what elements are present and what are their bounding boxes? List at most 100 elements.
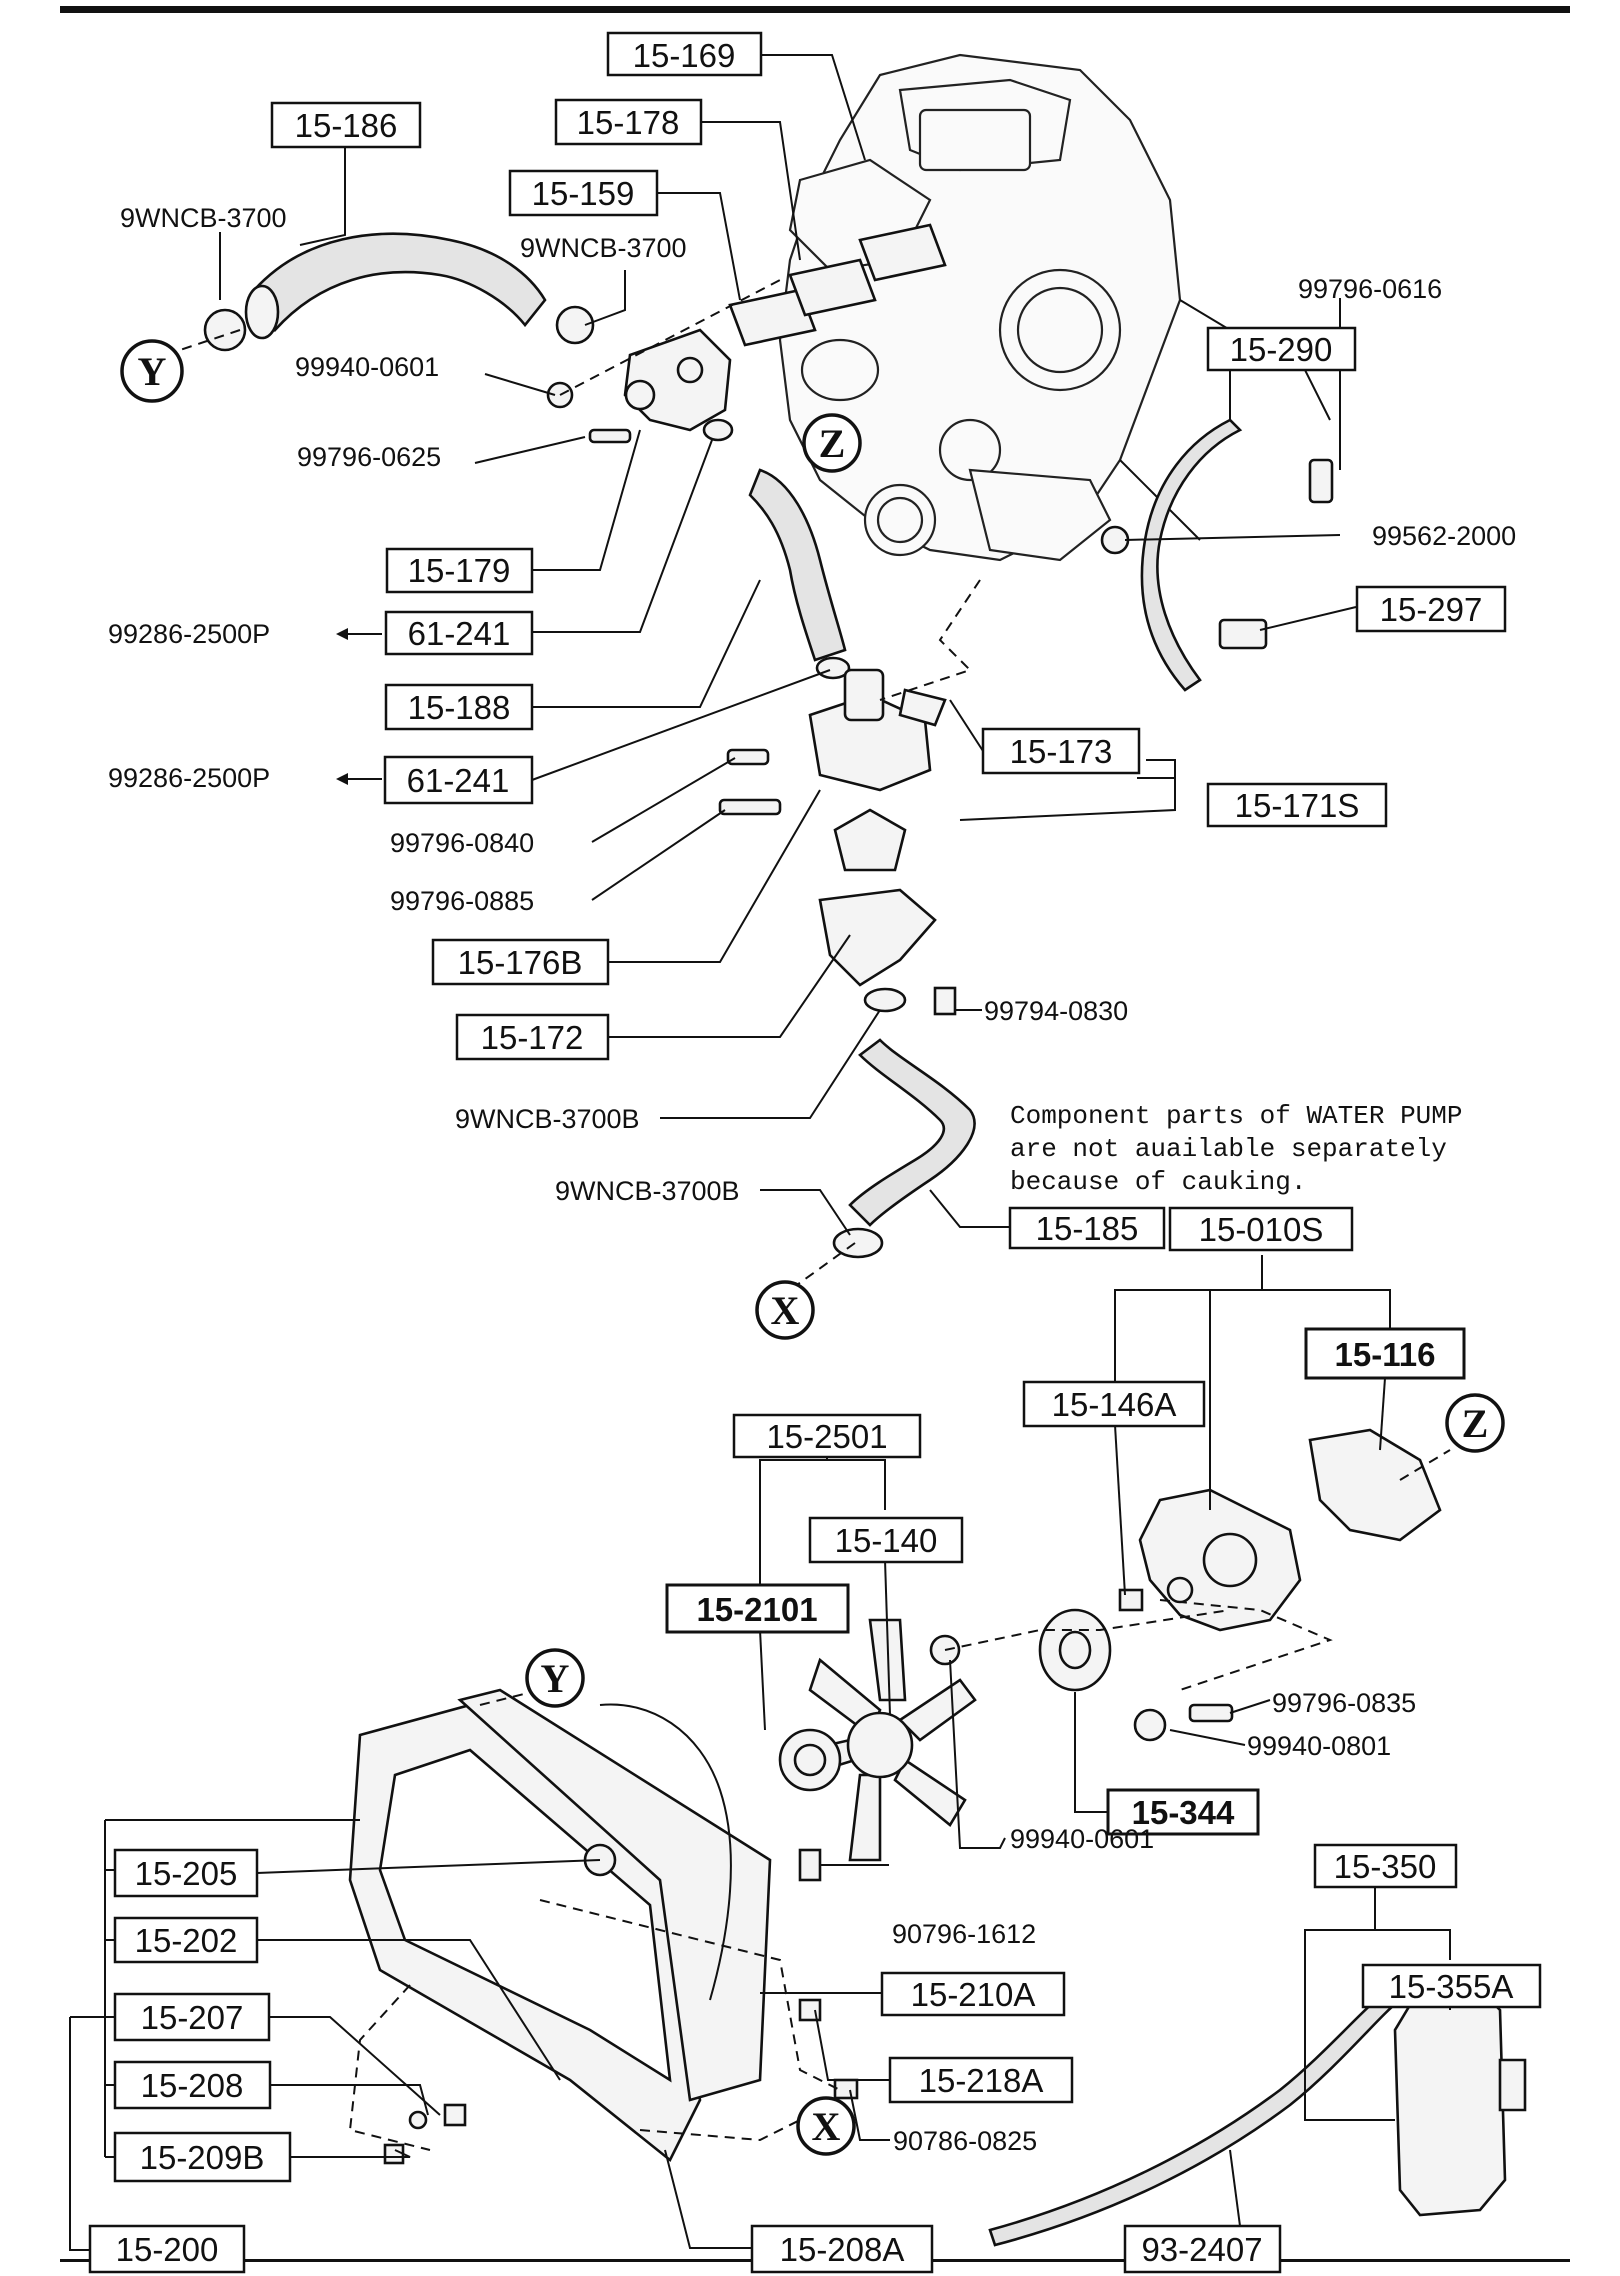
label-15-178: 15-178 [554, 98, 703, 146]
ref-line-outlet [559, 279, 781, 396]
svg-text:15-208A: 15-208A [780, 2231, 905, 2268]
svg-text:15-209B: 15-209B [140, 2139, 265, 2176]
drain-plug-15-208 [443, 2103, 467, 2127]
label-99796-0835: 99796-0835 [1272, 1688, 1416, 1718]
label-9WNCB-3700B-b: 9WNCB-3700B [555, 1176, 740, 1206]
fan-shroud-outline [599, 1703, 732, 2001]
engine-block [778, 53, 1331, 562]
label-15-140: 15-140 [808, 1516, 964, 1564]
svg-text:15-218A: 15-218A [919, 2062, 1044, 2099]
label-15-171S: 15-171S [1206, 782, 1388, 828]
svg-text:Z: Z [819, 421, 846, 466]
drain-cock-15-207 [383, 2143, 405, 2165]
thermostat-housing [808, 668, 947, 792]
label-93-2407: 93-2407 [1123, 2224, 1282, 2274]
ref-line-z-pump [1399, 1449, 1451, 1481]
stud-15-146A [1118, 1588, 1144, 1612]
boxed-labels: 15-169 15-186 15-178 15-159 15-290 15-29… [88, 31, 1542, 2274]
callout-x-hose: X [755, 1280, 815, 1340]
label-15-290: 15-290 [1206, 326, 1357, 372]
label-15-116: 15-116 [1304, 1327, 1466, 1380]
svg-text:15-2101: 15-2101 [696, 1591, 817, 1628]
label-9WNCB-3700-a: 9WNCB-3700 [120, 203, 287, 233]
bolt-99796-0840 [726, 748, 770, 766]
water-pump [1138, 1488, 1302, 1632]
label-99286-2500P-a: 99286-2500P [108, 619, 270, 649]
bypass-hose [748, 468, 847, 662]
upper-radiator-hose [244, 232, 547, 340]
svg-text:15-185: 15-185 [1036, 1210, 1139, 1247]
label-9WNCB-3700-b: 9WNCB-3700 [520, 233, 687, 263]
lower-hose [848, 1038, 976, 1227]
note-line-3: because of cauking. [1010, 1167, 1306, 1197]
callout-z-pump: Z [1445, 1393, 1505, 1453]
thermostat-15-176B [833, 808, 907, 872]
water-pipe-15-290 [1140, 418, 1243, 692]
callout-x-radiator: X [796, 2096, 856, 2156]
gasket-15-169 [858, 223, 947, 282]
svg-text:15-186: 15-186 [295, 107, 398, 144]
callout-y-radiator: Y [525, 1648, 585, 1708]
svg-text:15-178: 15-178 [577, 104, 680, 141]
note-line-1: Component parts of WATER PUMP [1010, 1101, 1462, 1131]
label-15-200: 15-200 [88, 2224, 246, 2274]
svg-text:15-350: 15-350 [1334, 1848, 1437, 1885]
svg-text:15-179: 15-179 [408, 552, 511, 589]
svg-text:Y: Y [541, 1656, 570, 1701]
label-15-209B: 15-209B [113, 2131, 292, 2183]
bolt-99794-0830 [933, 986, 957, 1016]
gasket-99562-2000 [1100, 525, 1130, 555]
label-15-2101: 15-2101 [665, 1583, 850, 1634]
svg-text:15-173: 15-173 [1010, 733, 1113, 770]
label-15-344: 15-344 [1106, 1788, 1260, 1836]
svg-text:15-202: 15-202 [135, 1922, 238, 1959]
note-line-2: are not auailable separately [1010, 1134, 1447, 1164]
fan-pulley [1038, 1608, 1112, 1692]
ref-line-x-radiator [639, 2119, 801, 2142]
label-15-208A: 15-208A [750, 2224, 934, 2274]
svg-text:Y: Y [138, 349, 167, 394]
fluid-coupling-hub [793, 1743, 827, 1777]
label-15-207: 15-207 [113, 1992, 271, 2042]
label-99562-2000: 99562-2000 [1372, 521, 1516, 551]
svg-text:15-169: 15-169 [633, 37, 736, 74]
label-15-159: 15-159 [508, 169, 659, 217]
ref-line-shroud [539, 1899, 841, 2091]
svg-text:93-2407: 93-2407 [1141, 2231, 1262, 2268]
label-15-173: 15-173 [981, 727, 1141, 775]
label-99940-0601-a: 99940-0601 [295, 352, 439, 382]
svg-text:15-297: 15-297 [1380, 591, 1483, 628]
ref-line-thermostat [879, 579, 981, 701]
pump-note: Component parts of WATER PUMP are not au… [1010, 1101, 1462, 1197]
label-15-218A: 15-218A [888, 2056, 1074, 2104]
label-99796-0625: 99796-0625 [297, 442, 441, 472]
hose-clamp-right [555, 305, 595, 345]
svg-text:61-241: 61-241 [407, 762, 510, 799]
gasket-15-116 [1308, 1428, 1442, 1542]
gasket-15-159 [728, 288, 817, 347]
label-99794-0830: 99794-0830 [984, 996, 1128, 1026]
clamp-61-241-a [702, 418, 734, 442]
svg-text:15-205: 15-205 [135, 1855, 238, 1892]
label-99796-0885: 99796-0885 [390, 886, 534, 916]
overflow-hose [988, 1988, 1402, 2247]
hardware-labels: 9WNCB-3700 9WNCB-3700 99796-0616 99940-0… [108, 203, 1516, 2156]
radiator [348, 1688, 772, 2163]
label-15-210A: 15-210A [880, 1971, 1066, 2017]
bolt-99796-0885 [718, 798, 782, 816]
label-15-185: 15-185 [1008, 1206, 1166, 1250]
label-99796-0840: 99796-0840 [390, 828, 534, 858]
nut-99940-0801 [1133, 1708, 1167, 1742]
svg-text:Z: Z [1462, 1401, 1489, 1446]
label-15-176B: 15-176B [431, 938, 610, 986]
label-99796-0616: 99796-0616 [1298, 274, 1442, 304]
svg-text:X: X [771, 1288, 800, 1333]
bolt-99796-0616 [1308, 458, 1334, 504]
svg-text:15-344: 15-344 [1132, 1794, 1235, 1831]
svg-text:15-172: 15-172 [481, 1019, 584, 1056]
label-15-169: 15-169 [606, 31, 763, 77]
callouts: Y Z X Z Y X [120, 339, 1505, 2156]
svg-text:15-171S: 15-171S [1235, 787, 1360, 824]
svg-text:15-140: 15-140 [835, 1522, 938, 1559]
